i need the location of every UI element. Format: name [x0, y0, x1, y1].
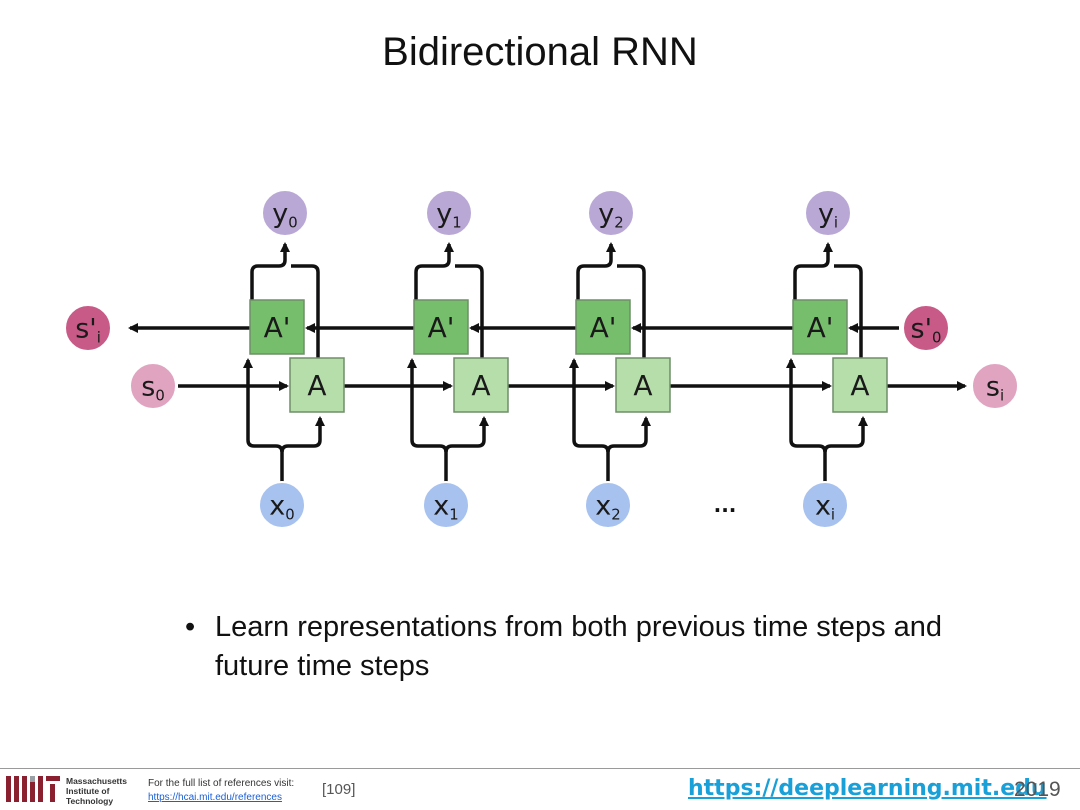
- forward-cell: [832, 357, 888, 413]
- backward-cell-label: A': [807, 311, 834, 344]
- output-node: [261, 189, 309, 237]
- input-node-label: x0: [269, 491, 294, 524]
- bullet-item: Learn representations from both previous…: [215, 611, 943, 682]
- input-node: [258, 481, 306, 529]
- output-arrow: [291, 264, 320, 358]
- references-link[interactable]: https://hcai.mit.edu/references: [148, 792, 282, 803]
- references-text: For the full list of references visit:: [148, 778, 295, 789]
- bidirectional-rnn-diagram: A' Ay0 x0 A' Ay1 x1 A' Ay2 x2 A' Ayi xi s'i s'0 s0 si..…: [64, 189, 1019, 529]
- output-arrow: [414, 242, 454, 300]
- backward-cell-label: A': [428, 311, 455, 344]
- forward-cell-label: A: [633, 369, 652, 402]
- input-arrow: [786, 358, 827, 482]
- forward-cell: [453, 357, 509, 413]
- input-arrow: [569, 358, 610, 482]
- input-arrow: [606, 416, 651, 453]
- input-node-label: xi: [815, 491, 835, 524]
- backward-cell: [413, 299, 469, 355]
- output-node: [425, 189, 473, 237]
- forward-cell: [289, 357, 345, 413]
- year-label: 2019: [1014, 778, 1061, 801]
- output-arrow: [576, 242, 616, 300]
- mit-logo-icon: [6, 776, 60, 802]
- course-website-link[interactable]: https://deeplearning.mit.edu: [688, 776, 1047, 801]
- output-node-label: y0: [272, 199, 297, 232]
- input-node-label: x1: [433, 491, 458, 524]
- output-node-label: yi: [818, 199, 838, 232]
- input-arrow: [407, 358, 448, 482]
- footer-divider: [0, 768, 1080, 769]
- backward-start-state-node: [902, 304, 950, 352]
- backward-cell: [575, 299, 631, 355]
- institute-name: Massachusetts Institute of Technology: [66, 776, 127, 806]
- input-arrow: [444, 416, 489, 453]
- backward-cell: [792, 299, 848, 355]
- forward-cell: [615, 357, 671, 413]
- input-arrow: [243, 358, 284, 482]
- page-title: Bidirectional RNN: [382, 30, 698, 74]
- backward-end-state-node: [64, 304, 112, 352]
- bullet-marker: •: [185, 611, 196, 643]
- reference-number: [109]: [322, 781, 356, 798]
- output-node-label: y2: [598, 199, 623, 232]
- output-arrow: [455, 264, 484, 358]
- backward-start-state-node-label: s'0: [911, 314, 942, 347]
- forward-cell-label: A: [850, 369, 869, 402]
- forward-start-state-node-label: s0: [141, 372, 165, 405]
- forward-cell-label: A: [307, 369, 326, 402]
- output-node: [587, 189, 635, 237]
- forward-cell-label: A: [471, 369, 490, 402]
- input-arrow: [823, 416, 868, 453]
- output-arrow: [250, 242, 290, 300]
- forward-end-state-node-label: si: [986, 372, 1004, 405]
- backward-cell-label: A': [264, 311, 291, 344]
- output-arrow: [617, 264, 646, 358]
- backward-end-state-node-label: s'i: [75, 314, 101, 347]
- references-note: For the full list of references visit: h…: [148, 777, 294, 805]
- forward-end-state-node: [971, 362, 1019, 410]
- input-node: [422, 481, 470, 529]
- output-arrow: [834, 264, 863, 358]
- input-node: [584, 481, 632, 529]
- output-node: [804, 189, 852, 237]
- output-node-label: y1: [436, 199, 461, 232]
- backward-cell: [249, 299, 305, 355]
- input-node-label: x2: [595, 491, 620, 524]
- input-arrow: [280, 416, 325, 453]
- bullet-list: • Learn representations from both previo…: [185, 608, 945, 686]
- output-arrow: [793, 242, 833, 300]
- input-node: [801, 481, 849, 529]
- forward-start-state-node: [129, 362, 177, 410]
- ellipsis: ...: [714, 493, 737, 517]
- backward-cell-label: A': [590, 311, 617, 344]
